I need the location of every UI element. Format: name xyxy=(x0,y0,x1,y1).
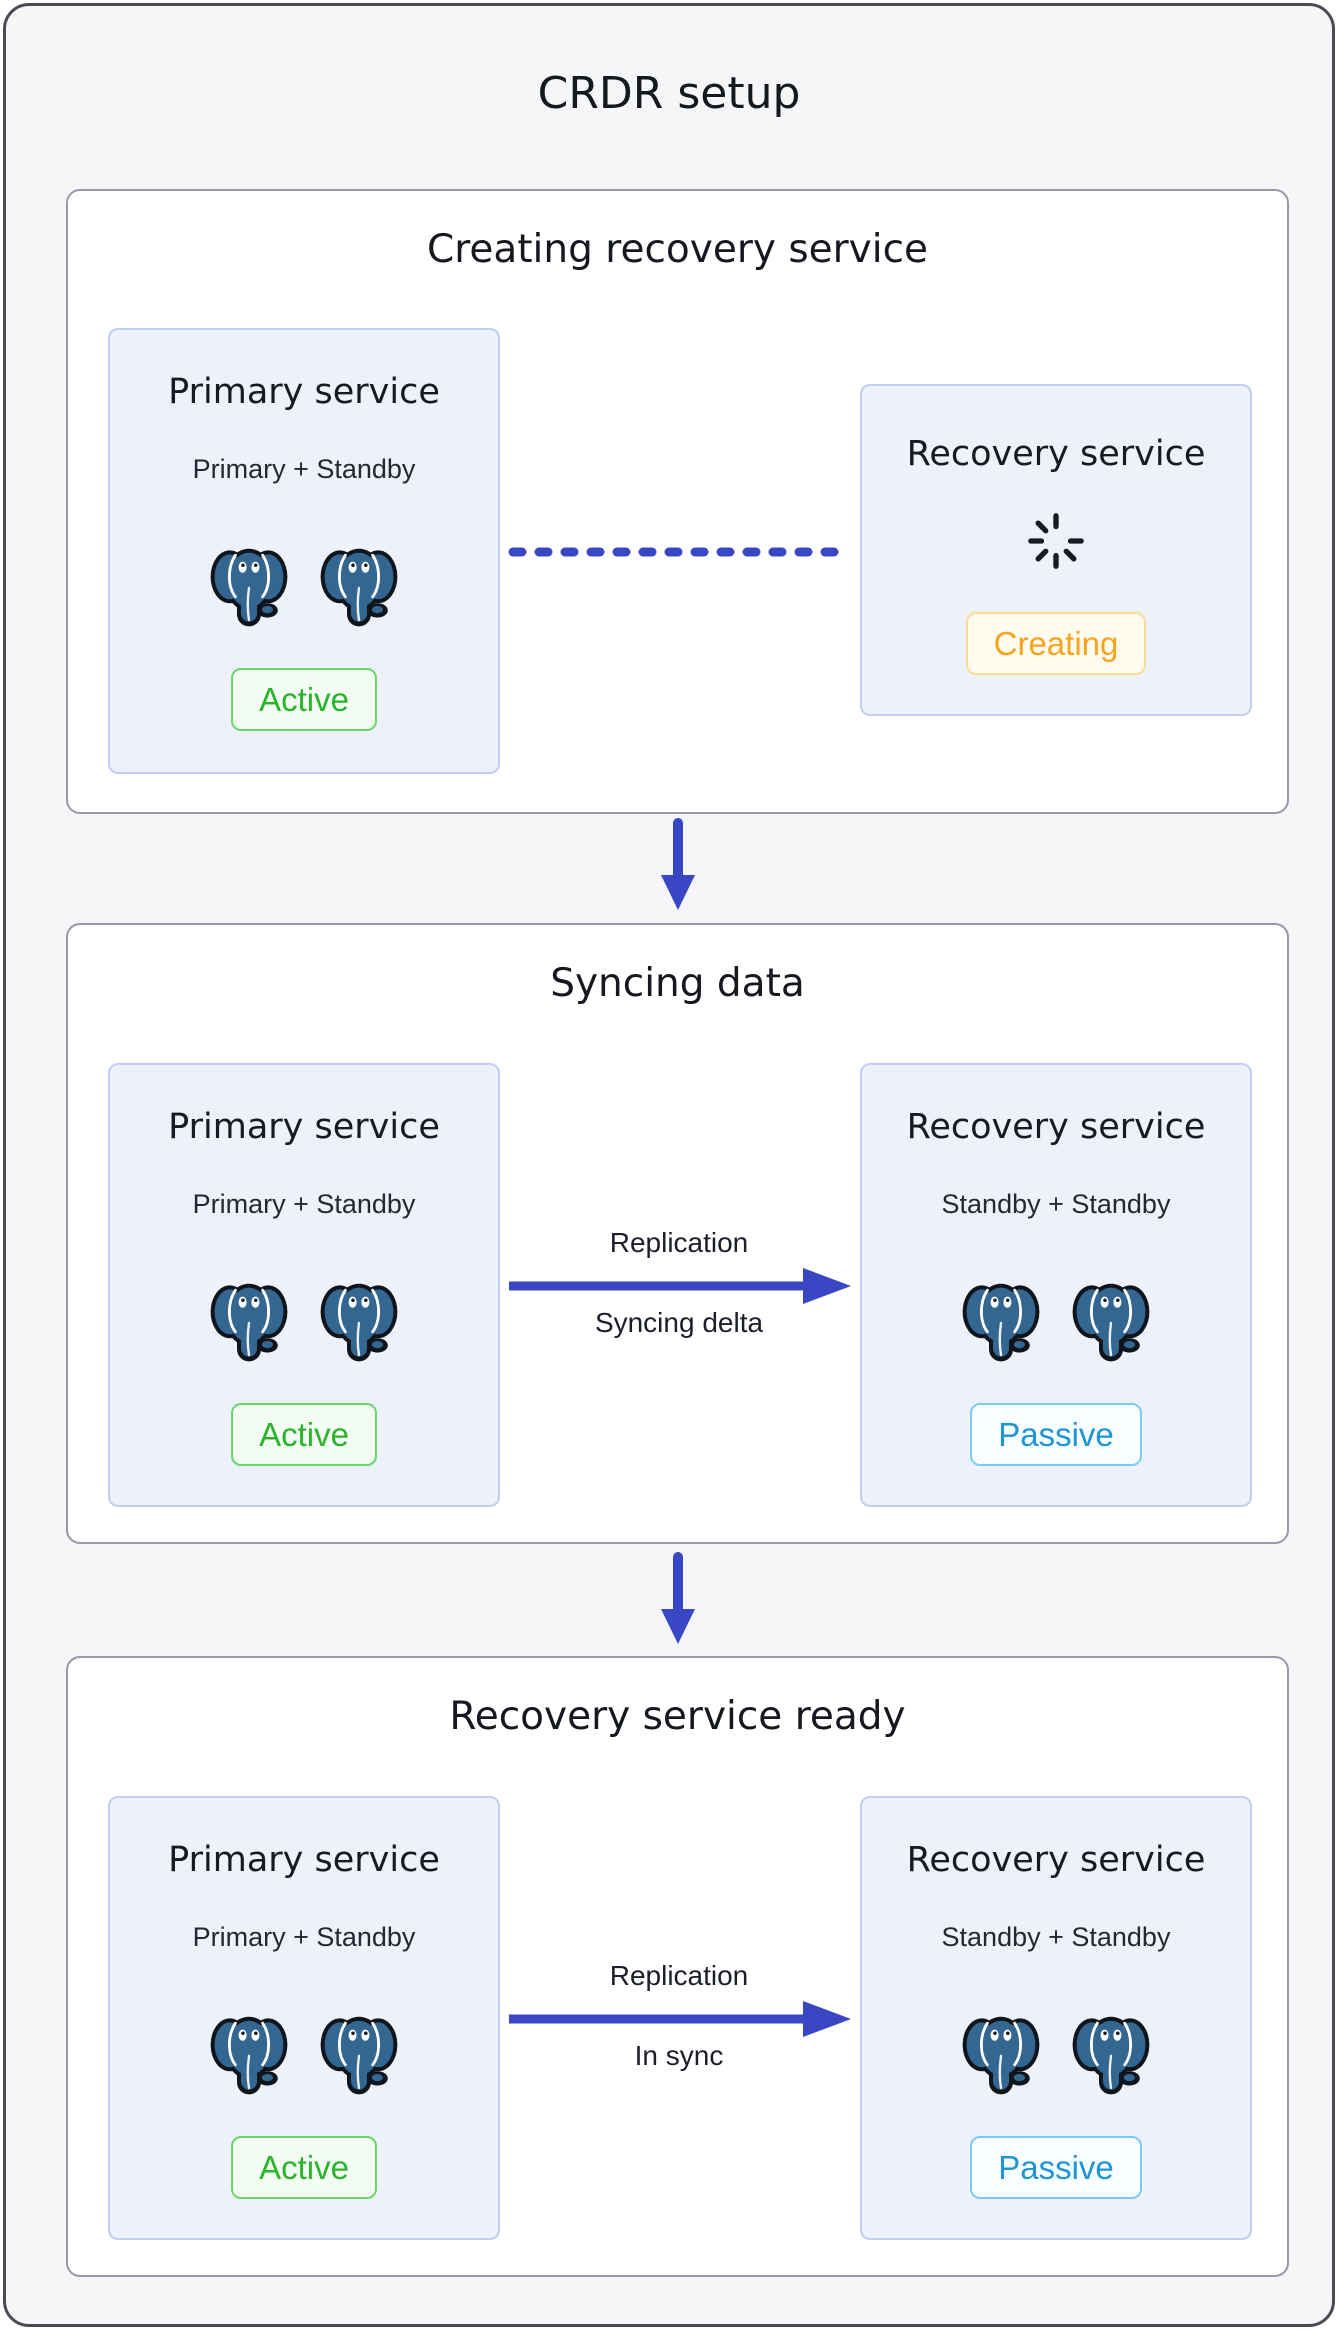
loading-spinner-icon xyxy=(1025,510,1087,572)
status-badge: Active xyxy=(231,668,377,731)
recovery-service-card: Recovery service Standby + Standby Passi… xyxy=(860,1796,1252,2240)
postgres-elephant-icon xyxy=(319,2008,399,2096)
service-title: Recovery service xyxy=(906,434,1206,474)
instance-icons xyxy=(110,1275,498,1363)
primary-service-card: Primary service Primary + Standby Active xyxy=(108,328,500,774)
instance-icons xyxy=(110,540,498,628)
service-title: Recovery service xyxy=(906,1840,1206,1880)
service-title: Recovery service xyxy=(906,1107,1206,1147)
postgres-elephant-icon xyxy=(1071,1275,1151,1363)
stage-card-ready: Recovery service ready Primary service P… xyxy=(66,1656,1289,2277)
replication-label: Replication xyxy=(609,1227,749,1258)
stage-title: Creating recovery service xyxy=(426,227,929,272)
postgres-elephant-icon xyxy=(209,2008,289,2096)
status-badge: Active xyxy=(231,1403,377,1466)
stage-card-syncing: Syncing data Primary service Primary + S… xyxy=(66,923,1289,1544)
recovery-service-card: Recovery service Creating xyxy=(860,384,1252,716)
instance-icons xyxy=(862,2008,1250,2096)
sync-status-label: In sync xyxy=(634,2040,724,2071)
primary-service-card: Primary service Primary + Standby Active xyxy=(108,1063,500,1507)
recovery-service-card: Recovery service Standby + Standby Passi… xyxy=(860,1063,1252,1507)
service-title: Primary service xyxy=(168,372,440,412)
instance-icons xyxy=(110,2008,498,2096)
postgres-elephant-icon xyxy=(961,1275,1041,1363)
replication-label: Replication xyxy=(609,1960,749,1991)
postgres-elephant-icon xyxy=(209,1275,289,1363)
page-title: CRDR setup xyxy=(537,68,801,119)
service-title: Primary service xyxy=(168,1107,440,1147)
postgres-elephant-icon xyxy=(319,1275,399,1363)
instance-icons xyxy=(862,1275,1250,1363)
status-badge: Passive xyxy=(970,2136,1142,2199)
stage-title: Syncing data xyxy=(550,961,805,1006)
dashed-line-icon xyxy=(508,547,850,557)
status-badge: Active xyxy=(231,2136,377,2199)
postgres-elephant-icon xyxy=(319,540,399,628)
sync-status-label: Syncing delta xyxy=(594,1307,764,1338)
service-subtitle: Primary + Standby xyxy=(192,454,416,484)
primary-service-card: Primary service Primary + Standby Active xyxy=(108,1796,500,2240)
service-subtitle: Primary + Standby xyxy=(192,1922,416,1952)
postgres-elephant-icon xyxy=(961,2008,1041,2096)
status-badge: Creating xyxy=(965,612,1147,675)
service-subtitle: Standby + Standby xyxy=(941,1189,1171,1219)
service-subtitle: Standby + Standby xyxy=(941,1922,1171,1952)
postgres-elephant-icon xyxy=(209,540,289,628)
service-subtitle: Primary + Standby xyxy=(192,1189,416,1219)
diagram-frame: CRDR setup Creating recovery service Pri… xyxy=(3,3,1335,2327)
status-badge: Passive xyxy=(970,1403,1142,1466)
service-title: Primary service xyxy=(168,1840,440,1880)
arrow-down-icon xyxy=(661,818,695,910)
arrow-right-icon xyxy=(509,2001,851,2037)
arrow-right-icon xyxy=(509,1268,851,1304)
stage-card-creating: Creating recovery service Primary servic… xyxy=(66,189,1289,814)
postgres-elephant-icon xyxy=(1071,2008,1151,2096)
arrow-down-icon xyxy=(661,1552,695,1644)
stage-title: Recovery service ready xyxy=(449,1694,906,1739)
